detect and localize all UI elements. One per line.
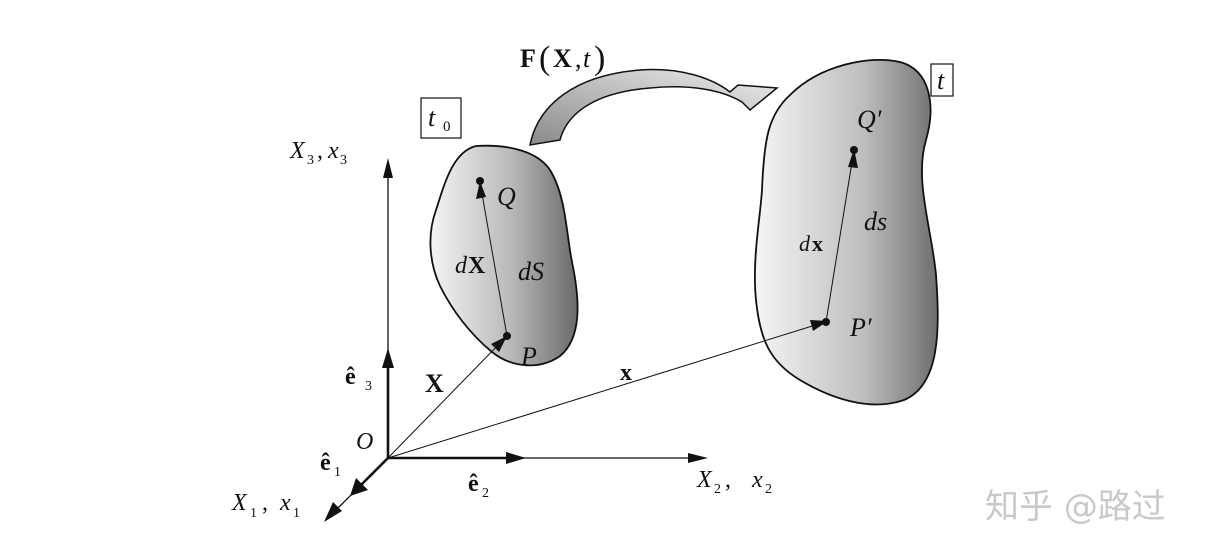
axis-1-comma: , <box>262 490 268 516</box>
point-P-prime <box>822 318 830 326</box>
label-Q-prime: Q′ <box>857 105 882 134</box>
mapping-comma: , <box>575 44 582 73</box>
axis-2-X: X <box>696 467 713 493</box>
e1-label: ê 1 <box>320 450 341 480</box>
label-dx-x: x <box>812 231 823 256</box>
axis-2-X-sub: 2 <box>714 482 721 497</box>
axis-2-x: x <box>751 467 763 493</box>
current-time-box <box>930 63 954 97</box>
position-vector-X-arrowhead <box>491 336 507 352</box>
dx-arrowhead <box>848 149 858 168</box>
e1-subscript: 1 <box>334 465 341 480</box>
label-dX-X: X <box>468 253 486 279</box>
axis-2-comma: , <box>725 467 731 493</box>
current-body <box>754 59 939 406</box>
position-vector-x <box>387 322 823 459</box>
reference-time-subscript: 0 <box>443 119 451 135</box>
e2-symbol: ê <box>468 471 479 497</box>
mapping-lparen: ( <box>539 40 550 77</box>
e2-arrowhead <box>506 452 526 464</box>
e3-subscript: 3 <box>365 379 372 394</box>
axis-1-x-sub: 1 <box>293 506 300 521</box>
reference-time-label: t <box>428 103 436 132</box>
mapping-X: X <box>553 44 572 73</box>
label-dx-d: d <box>799 231 811 256</box>
label-position-X: X <box>425 369 444 398</box>
mapping-label: F ( X , t ) <box>520 40 605 77</box>
mapping-t: t <box>583 44 591 73</box>
mapping-rparen: ) <box>594 40 605 77</box>
basis-vectors <box>350 348 526 496</box>
e1-arrowhead <box>350 478 368 496</box>
e1-symbol: ê <box>320 450 331 476</box>
label-dX: d X <box>455 253 486 279</box>
axis-2-arrowhead <box>688 453 708 463</box>
axis-3-label: X 3 , x 3 <box>289 138 347 168</box>
label-ds: ds <box>864 207 887 236</box>
axis-1-arrowhead <box>324 502 342 522</box>
label-dS: dS <box>518 257 544 286</box>
point-Q-prime <box>850 146 858 154</box>
e1-vector <box>356 457 389 490</box>
e3-symbol: ê <box>345 364 356 390</box>
e2-subscript: 2 <box>482 486 489 501</box>
current-time-label: t <box>937 66 945 95</box>
e3-arrowhead <box>382 348 394 368</box>
mapping-arrow <box>529 68 779 146</box>
e2-label: ê 2 <box>468 471 489 501</box>
axis-2-x-sub: 2 <box>765 482 772 497</box>
reference-body <box>429 144 579 367</box>
origin-label: O <box>356 429 373 455</box>
axis-1-x: x <box>279 490 291 516</box>
point-Q <box>476 177 484 185</box>
label-dx: d x <box>799 231 823 256</box>
dX-arrowhead <box>476 181 486 199</box>
axis-3-x-sub: 3 <box>340 153 347 168</box>
dx-vector <box>825 155 854 323</box>
axis-3-arrowhead <box>383 158 393 178</box>
axis-1-label: X 1 , x 1 <box>231 490 300 521</box>
e3-label: ê 3 <box>345 364 372 394</box>
mapping-F: F <box>520 44 536 73</box>
label-position-x: x <box>620 360 632 386</box>
axis-3-comma: , <box>317 138 323 164</box>
watermark: 知乎 @路过 <box>985 487 1166 527</box>
label-dX-d: d <box>455 253 468 279</box>
axis-1-X: X <box>231 490 248 516</box>
position-vector-X <box>387 339 504 459</box>
axis-2-label: X 2 , x 2 <box>696 467 772 497</box>
axis-1-X-sub: 1 <box>250 506 257 521</box>
axis-3-X-sub: 3 <box>307 153 314 168</box>
axis-3-X: X <box>289 138 306 164</box>
reference-time-box <box>420 97 462 139</box>
label-P: P <box>520 342 537 371</box>
dX-vector <box>480 187 508 337</box>
label-P-prime: P′ <box>849 313 872 342</box>
axis-3-x: x <box>327 138 339 164</box>
label-Q: Q <box>497 182 516 211</box>
point-P <box>503 332 511 340</box>
